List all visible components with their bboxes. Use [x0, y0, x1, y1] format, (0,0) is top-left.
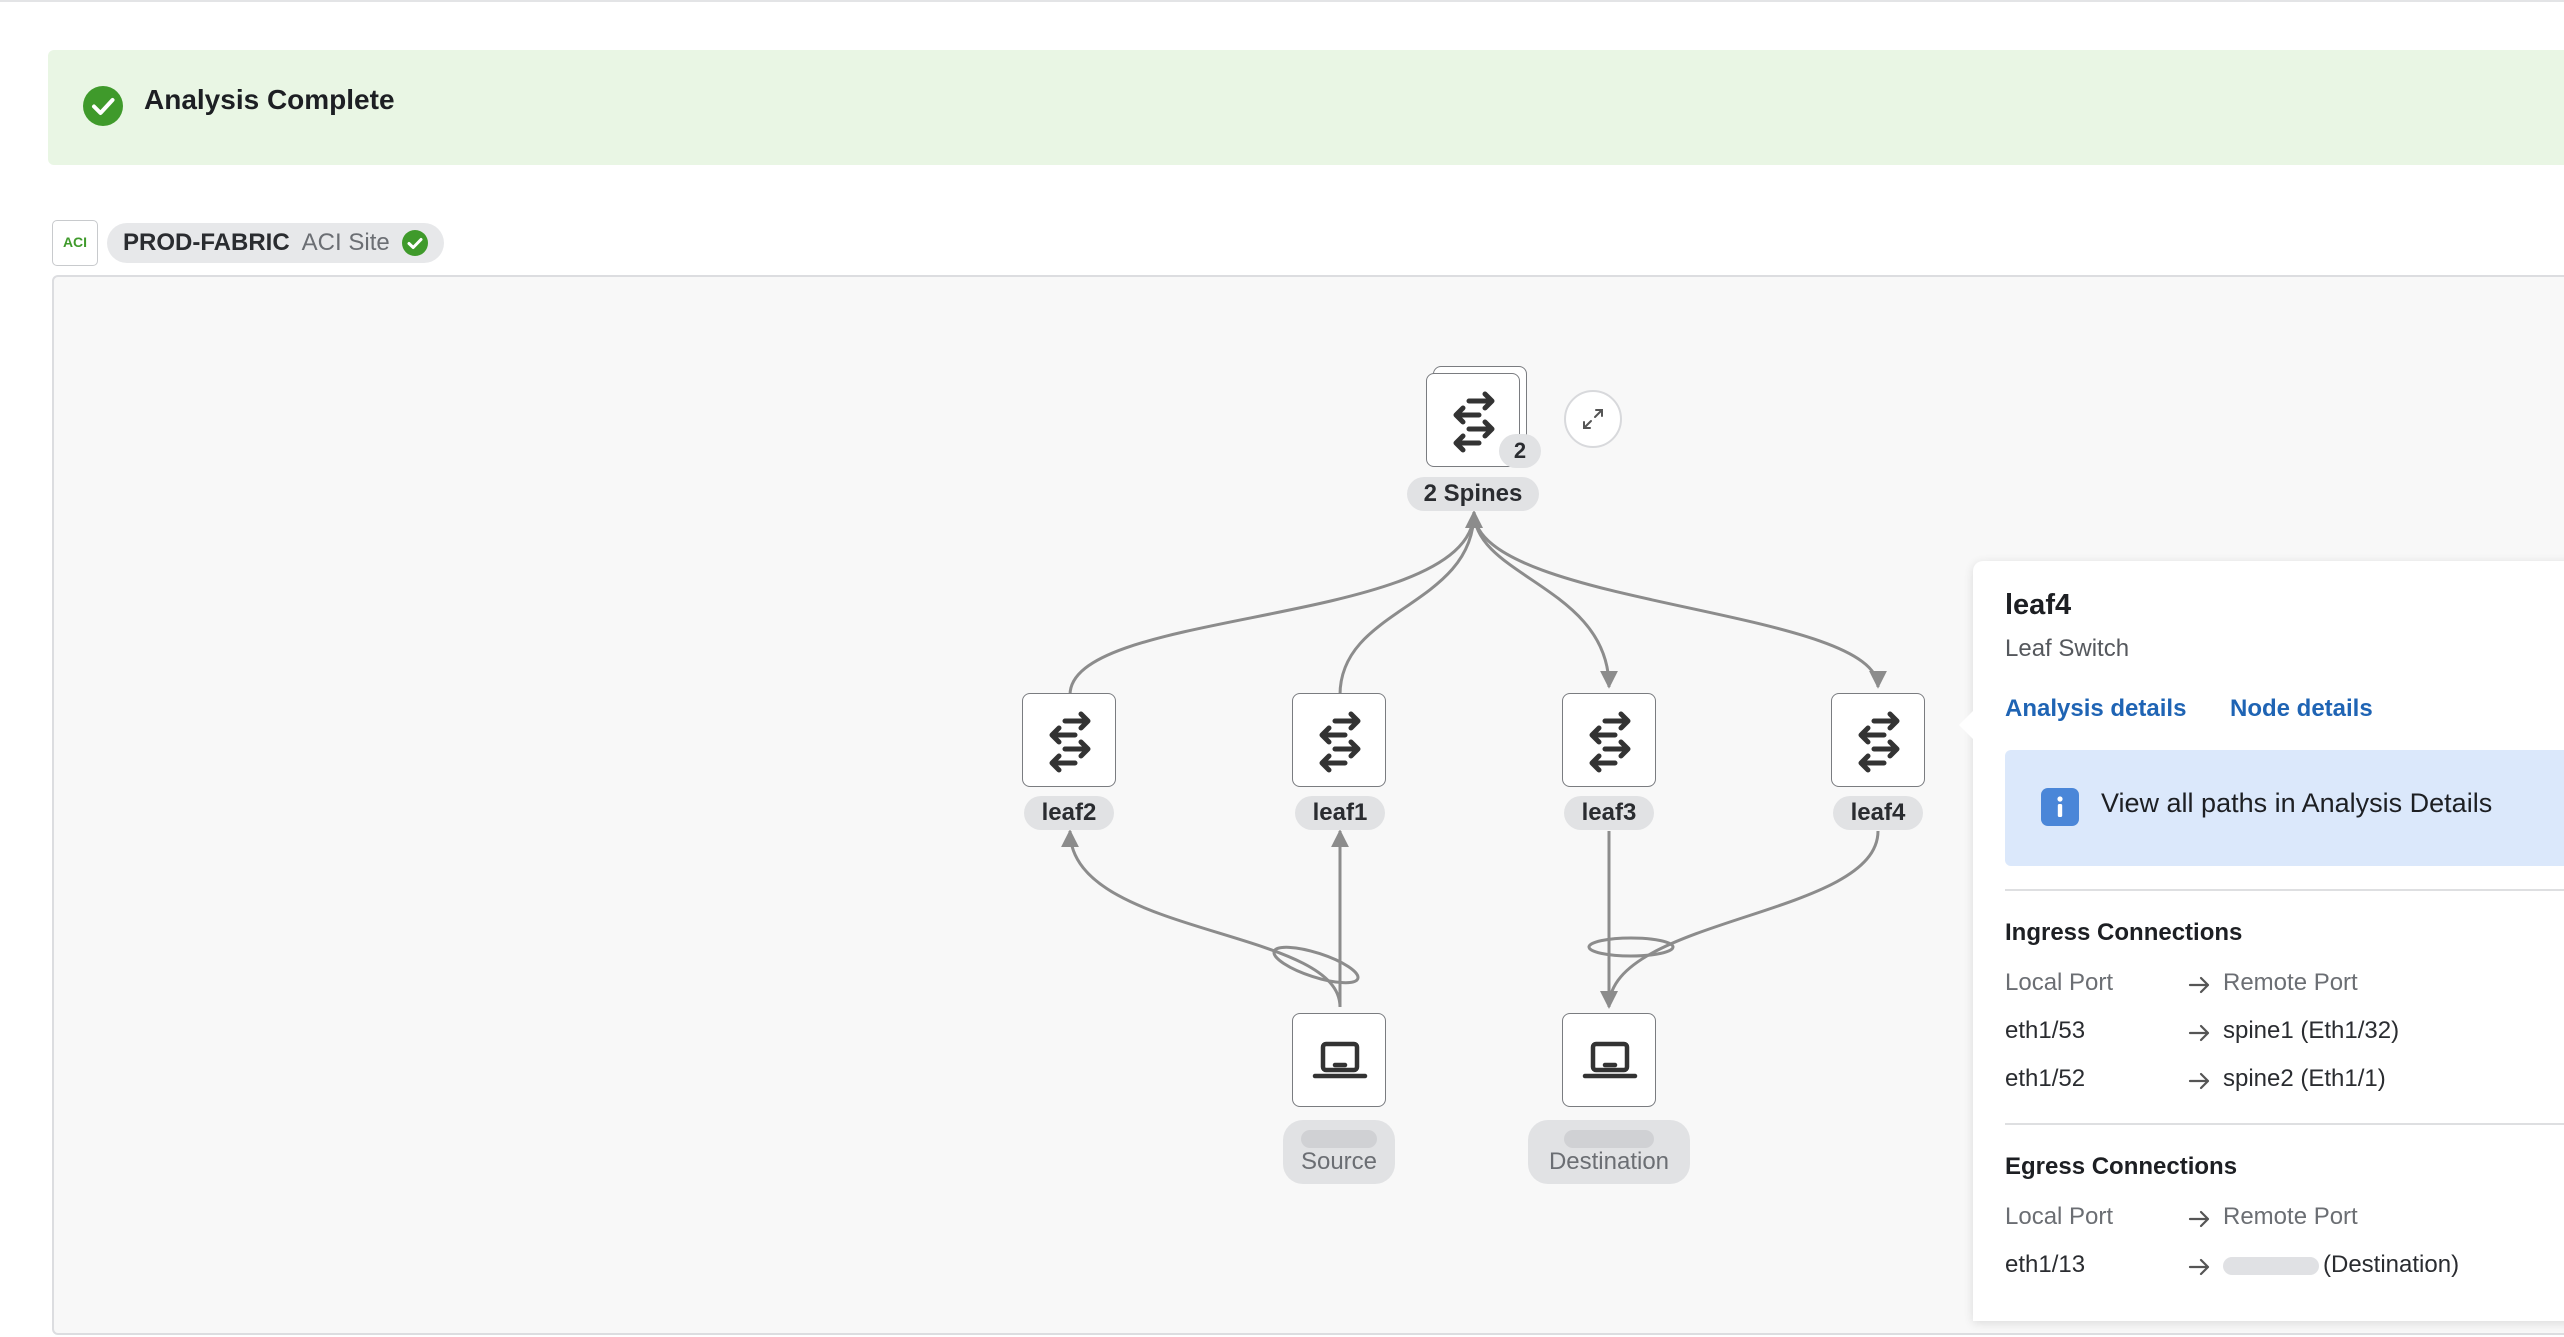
ingress-title: Ingress Connections: [2005, 919, 2243, 946]
destination-label-chip: Destination: [1528, 1120, 1690, 1184]
node-details-link[interactable]: Node details: [2230, 695, 2373, 722]
leaf1-label: leaf1: [1295, 796, 1385, 830]
redacted-ip: [2223, 1256, 2319, 1275]
aci-site-badge: ACI: [52, 220, 98, 266]
arrow-right-icon: [2188, 1210, 2210, 1228]
local-port-header: Local Port: [2005, 1203, 2114, 1230]
redacted-source-ip: [1301, 1130, 1377, 1148]
egress-title: Egress Connections: [2005, 1153, 2238, 1180]
topology-links: [1061, 510, 1887, 1009]
check-circle-icon: [83, 86, 123, 126]
source-endpoint-node[interactable]: [1292, 1013, 1386, 1107]
egress-row: eth1/13 (Destination): [2005, 1251, 2564, 1285]
arrow-right-icon: [2188, 976, 2210, 994]
arrow-right-icon: [2188, 1072, 2210, 1090]
switch-icon: [1858, 711, 1900, 773]
divider: [2005, 1123, 2564, 1125]
site-type: ACI Site: [301, 229, 390, 256]
panel-pointer: [1959, 711, 1973, 739]
local-port-header: Local Port: [2005, 969, 2114, 996]
leaf3-node[interactable]: [1562, 693, 1656, 787]
leaf4-label: leaf4: [1833, 796, 1923, 830]
link-leaf2-spines: [1068, 510, 1483, 696]
switch-icon: [1589, 711, 1631, 773]
info-icon: [2041, 788, 2079, 826]
remote-port: spine1 (Eth1/32): [2223, 1017, 2400, 1044]
info-message: View all paths in Analysis Details: [2005, 750, 2564, 866]
check-circle-icon: [401, 230, 428, 256]
panel-title: leaf4: [2005, 589, 2072, 621]
ingress-header-row: Local Port Remote Port: [2005, 969, 2564, 1003]
egress-header-row: Local Port Remote Port: [2005, 1203, 2564, 1237]
link-leaf4-destination: [1600, 830, 1880, 1009]
link-source-leaf2: [1061, 829, 1342, 1008]
analysis-complete-banner: Analysis Complete: [48, 50, 2564, 165]
source-label-chip: Source: [1283, 1120, 1395, 1184]
switch-icon: [1453, 391, 1495, 453]
link-spines-leaf3: [1472, 511, 1618, 689]
expand-spines-button[interactable]: [1564, 390, 1622, 448]
remote-port: spine2 (Eth1/1): [2223, 1065, 2386, 1092]
leaf1-node[interactable]: [1292, 693, 1386, 787]
link-spines-leaf4: [1472, 511, 1887, 689]
link-leaf1-spines: [1338, 510, 1483, 696]
divider: [2005, 889, 2564, 891]
local-port: eth1/52: [2005, 1065, 2086, 1092]
local-port: eth1/53: [2005, 1017, 2086, 1044]
destination-endpoint-node[interactable]: [1562, 1013, 1656, 1107]
laptop-icon: [1582, 1041, 1638, 1079]
node-details-panel: leaf4 Leaf Switch Analysis details Node …: [1959, 561, 2564, 1321]
remote-port: (Destination): [2323, 1251, 2460, 1278]
banner-title: Analysis Complete: [144, 84, 395, 115]
ingress-row: eth1/52 spine2 (Eth1/1): [2005, 1065, 2564, 1099]
leaf4-node[interactable]: [1831, 693, 1925, 787]
arrow-right-icon: [2188, 1024, 2210, 1042]
switch-icon: [1319, 711, 1361, 773]
leaf3-label: leaf3: [1564, 796, 1654, 830]
remote-port-header: Remote Port: [2223, 969, 2358, 996]
destination-label: Destination: [1548, 1148, 1670, 1175]
ecmp-loop-source: [1272, 945, 1360, 985]
window-top-border: [0, 0, 2564, 2]
remote-port-cell: (Destination): [2223, 1251, 2459, 1279]
panel-subtitle: Leaf Switch: [2005, 635, 2130, 662]
site-chip[interactable]: PROD-FABRIC ACI Site: [107, 223, 444, 263]
expand-icon: [1583, 409, 1603, 429]
site-name: PROD-FABRIC: [123, 229, 290, 256]
info-text: View all paths in Analysis Details: [2101, 788, 2493, 818]
arrow-right-icon: [2188, 1258, 2210, 1276]
leaf2-label: leaf2: [1024, 796, 1114, 830]
leaf2-node[interactable]: [1022, 693, 1116, 787]
laptop-icon: [1312, 1041, 1368, 1079]
local-port: eth1/13: [2005, 1251, 2086, 1278]
switch-icon: [1049, 711, 1091, 773]
ecmp-loop-destination: [1587, 936, 1675, 958]
remote-port-header: Remote Port: [2223, 1203, 2358, 1230]
redacted-destination-ip: [1564, 1130, 1654, 1148]
source-label: Source: [1300, 1148, 1378, 1175]
spine-count-badge: 2: [1499, 434, 1541, 468]
ingress-row: eth1/53 spine1 (Eth1/32): [2005, 1017, 2564, 1051]
analysis-details-link[interactable]: Analysis details: [2005, 695, 2187, 722]
spines-label: 2 Spines: [1407, 477, 1539, 511]
